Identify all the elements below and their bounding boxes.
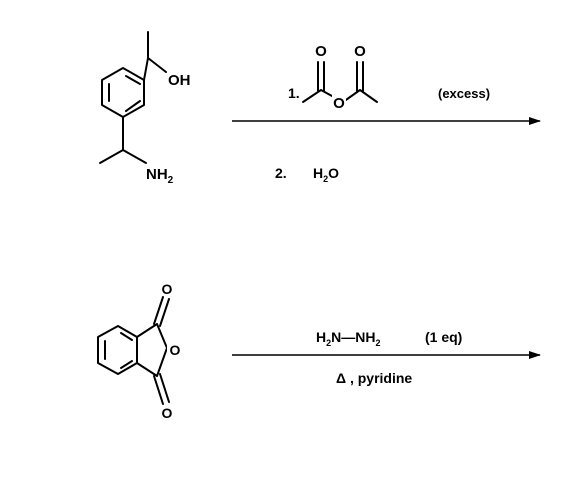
- water-label: H2O: [313, 165, 339, 184]
- acetic-anhydride-molecule: O O O: [302, 43, 378, 112]
- excess-label: (excess): [438, 86, 490, 101]
- conditions-label: Δ , pyridine: [336, 370, 412, 386]
- ring-oxygen: O: [170, 342, 181, 358]
- step-2-number: 2.: [275, 165, 287, 181]
- carbonyl-oxygen-left: O: [315, 43, 327, 60]
- oh-label: OH: [168, 72, 191, 89]
- hydrazine-label: H2N—NH2: [316, 329, 381, 348]
- step-1-number: 1.: [288, 85, 300, 101]
- nh2-label: NH2: [146, 166, 174, 186]
- equivalents-label: (1 eq): [425, 329, 462, 345]
- carbonyl-oxygen-right: O: [354, 43, 366, 60]
- reactant-1-molecule: OH NH2: [99, 31, 191, 186]
- phthalic-anhydride-molecule: O O O: [97, 281, 181, 421]
- carbonyl-oxygen-bottom: O: [162, 405, 173, 421]
- bridge-oxygen: O: [333, 95, 345, 112]
- carbonyl-oxygen-top: O: [162, 281, 173, 297]
